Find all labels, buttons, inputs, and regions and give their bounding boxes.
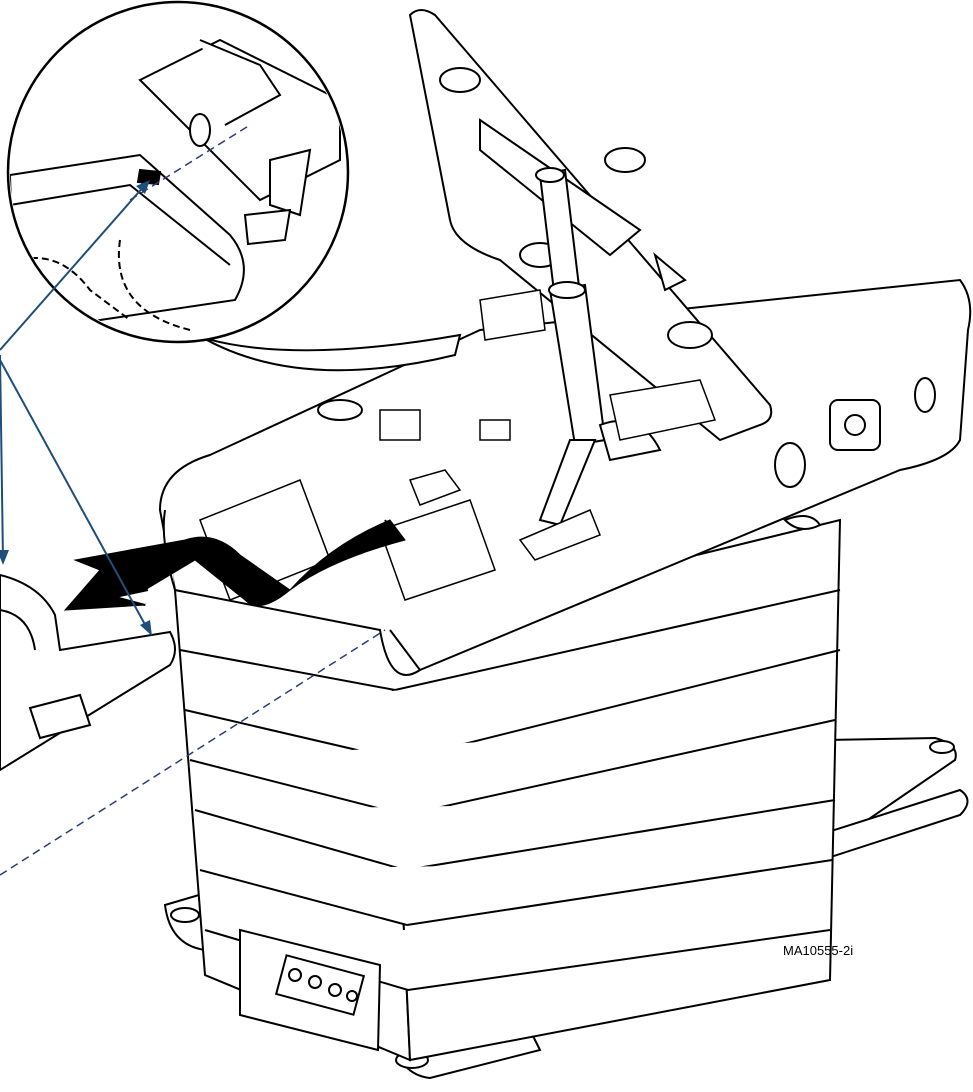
rear-connector-panel: [239, 928, 382, 1052]
callout-arrowheads: [0, 180, 152, 636]
removal-direction-arrow: [63, 519, 406, 611]
dashed-alignment-guides: [0, 124, 386, 876]
detail-callout-circle: [6, 0, 462, 372]
internal-mechanism: [199, 289, 717, 601]
gas-spring-strut: [535, 167, 662, 527]
callout-leader-lines: [0, 184, 149, 631]
removed-cover-panel: [0, 573, 176, 772]
base-column: [173, 518, 842, 1062]
figure-id-label: MA10555-2i: [783, 943, 854, 958]
